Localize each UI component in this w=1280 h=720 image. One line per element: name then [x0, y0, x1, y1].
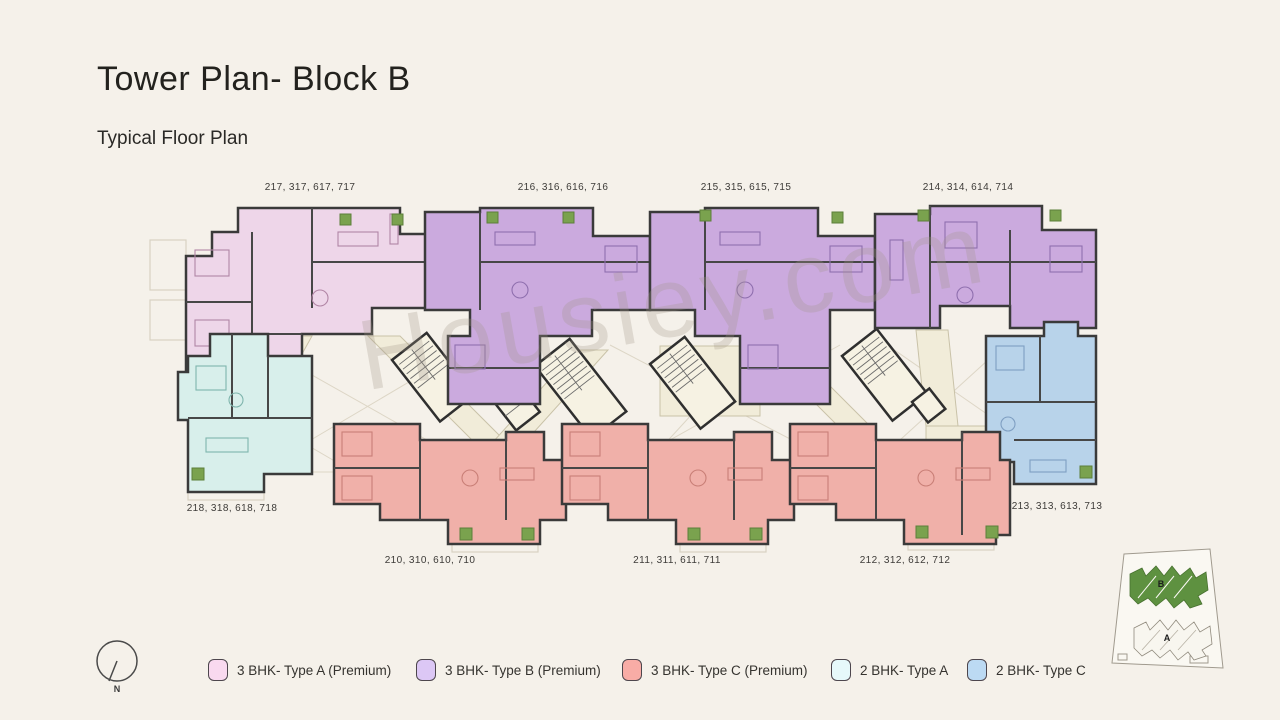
- stair-core-3: [648, 335, 737, 431]
- unit-212-footprint: [788, 422, 1012, 546]
- north-indicator: [96, 640, 138, 682]
- unit-210-footprint: [332, 422, 568, 546]
- unit-label-216: 216, 316, 616, 716: [517, 182, 609, 193]
- unit-218-footprint: [176, 332, 314, 494]
- unit-label-218: 218, 318, 618, 718: [186, 503, 278, 514]
- unit-label-213: 213, 313, 613, 713: [1011, 501, 1103, 512]
- unit-label-214: 214, 314, 614, 714: [922, 182, 1014, 193]
- stair-core-4: [840, 327, 929, 423]
- unit-label-210: 210, 310, 610, 710: [384, 555, 476, 566]
- unit-215-footprint: [648, 206, 877, 406]
- unit-label-215: 215, 315, 615, 715: [700, 182, 792, 193]
- key-plan-block-b: [1129, 565, 1209, 609]
- unit-label-211: 211, 311, 611, 711: [633, 555, 721, 566]
- plant-icons: [191, 209, 1093, 541]
- key-plan-label-b: B: [1157, 579, 1165, 589]
- page-subtitle: Typical Floor Plan: [97, 128, 249, 149]
- north-label: N: [113, 684, 121, 694]
- unit-label-212: 212, 312, 612, 712: [859, 555, 951, 566]
- unit-214-footprint: [873, 204, 1098, 330]
- key-plan: [1111, 548, 1224, 669]
- unit-211-footprint: [560, 422, 796, 546]
- unit-216-footprint: [423, 206, 652, 406]
- elevator-core-3: [910, 386, 948, 425]
- page-title: Tower Plan- Block B: [97, 60, 411, 98]
- key-plan-label-a: A: [1163, 633, 1171, 643]
- unit-label-217: 217, 317, 617, 717: [264, 182, 356, 193]
- key-plan-block-a: [1133, 619, 1213, 661]
